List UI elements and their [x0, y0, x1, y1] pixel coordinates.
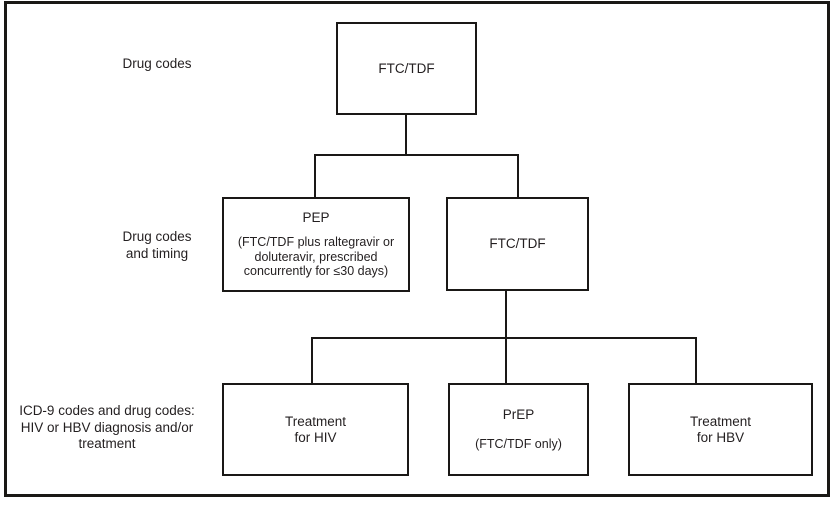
node-ftctdf-mid: FTC/TDF	[446, 197, 589, 291]
edge-top-stem-line	[405, 115, 407, 155]
node-pep-detail: (FTC/TDF plus raltegravir or doluteravir…	[237, 235, 395, 279]
row-label-line-1: Drug codes	[122, 229, 192, 244]
edge-bottom-split-line	[311, 337, 697, 339]
node-treatment-hbv-line-1: Treatment	[689, 414, 752, 429]
row-label-line-2: HIV or HBV diagnosis and/or	[20, 419, 194, 435]
row-label-icd9-codes: ICD-9 codes and drug codes: HIV or HBV d…	[16, 403, 198, 453]
edge-to-treatment-hiv-line	[311, 337, 313, 384]
row-label-line-2: and timing	[125, 246, 189, 261]
node-treatment-hiv-line-2: for HIV	[294, 429, 337, 445]
node-ftctdf-top: FTC/TDF	[336, 22, 477, 115]
node-prep-title: PrEP	[502, 407, 535, 423]
node-treatment-hiv-line-1: Treatment	[284, 414, 347, 429]
edge-top-split-line	[314, 154, 519, 156]
row-label-line-3: treatment	[78, 436, 136, 451]
node-pep: PEP (FTC/TDF plus raltegravir or doluter…	[222, 197, 410, 292]
node-treatment-hiv: Treatment for HIV	[222, 383, 409, 476]
node-pep-title: PEP	[302, 210, 330, 226]
node-treatment-hbv: Treatment for HBV	[628, 383, 813, 476]
edge-to-mid-ftctdf-line	[517, 154, 519, 198]
node-prep-detail: (FTC/TDF only)	[475, 437, 562, 452]
row-label-drug-codes: Drug codes	[122, 56, 192, 71]
node-ftctdf-top-label: FTC/TDF	[378, 60, 435, 76]
row-label-line-1: ICD-9 codes and drug codes:	[19, 403, 195, 418]
node-treatment-hbv-line-2: for HBV	[696, 429, 745, 445]
node-ftctdf-mid-label: FTC/TDF	[489, 236, 546, 251]
node-prep: PrEP (FTC/TDF only)	[448, 383, 589, 476]
row-label-drug-codes-and-timing: Drug codes and timing	[99, 228, 215, 262]
figure-border	[4, 1, 830, 497]
edge-to-treatment-hbv-line	[695, 337, 697, 384]
edge-to-pep-line	[314, 154, 316, 198]
